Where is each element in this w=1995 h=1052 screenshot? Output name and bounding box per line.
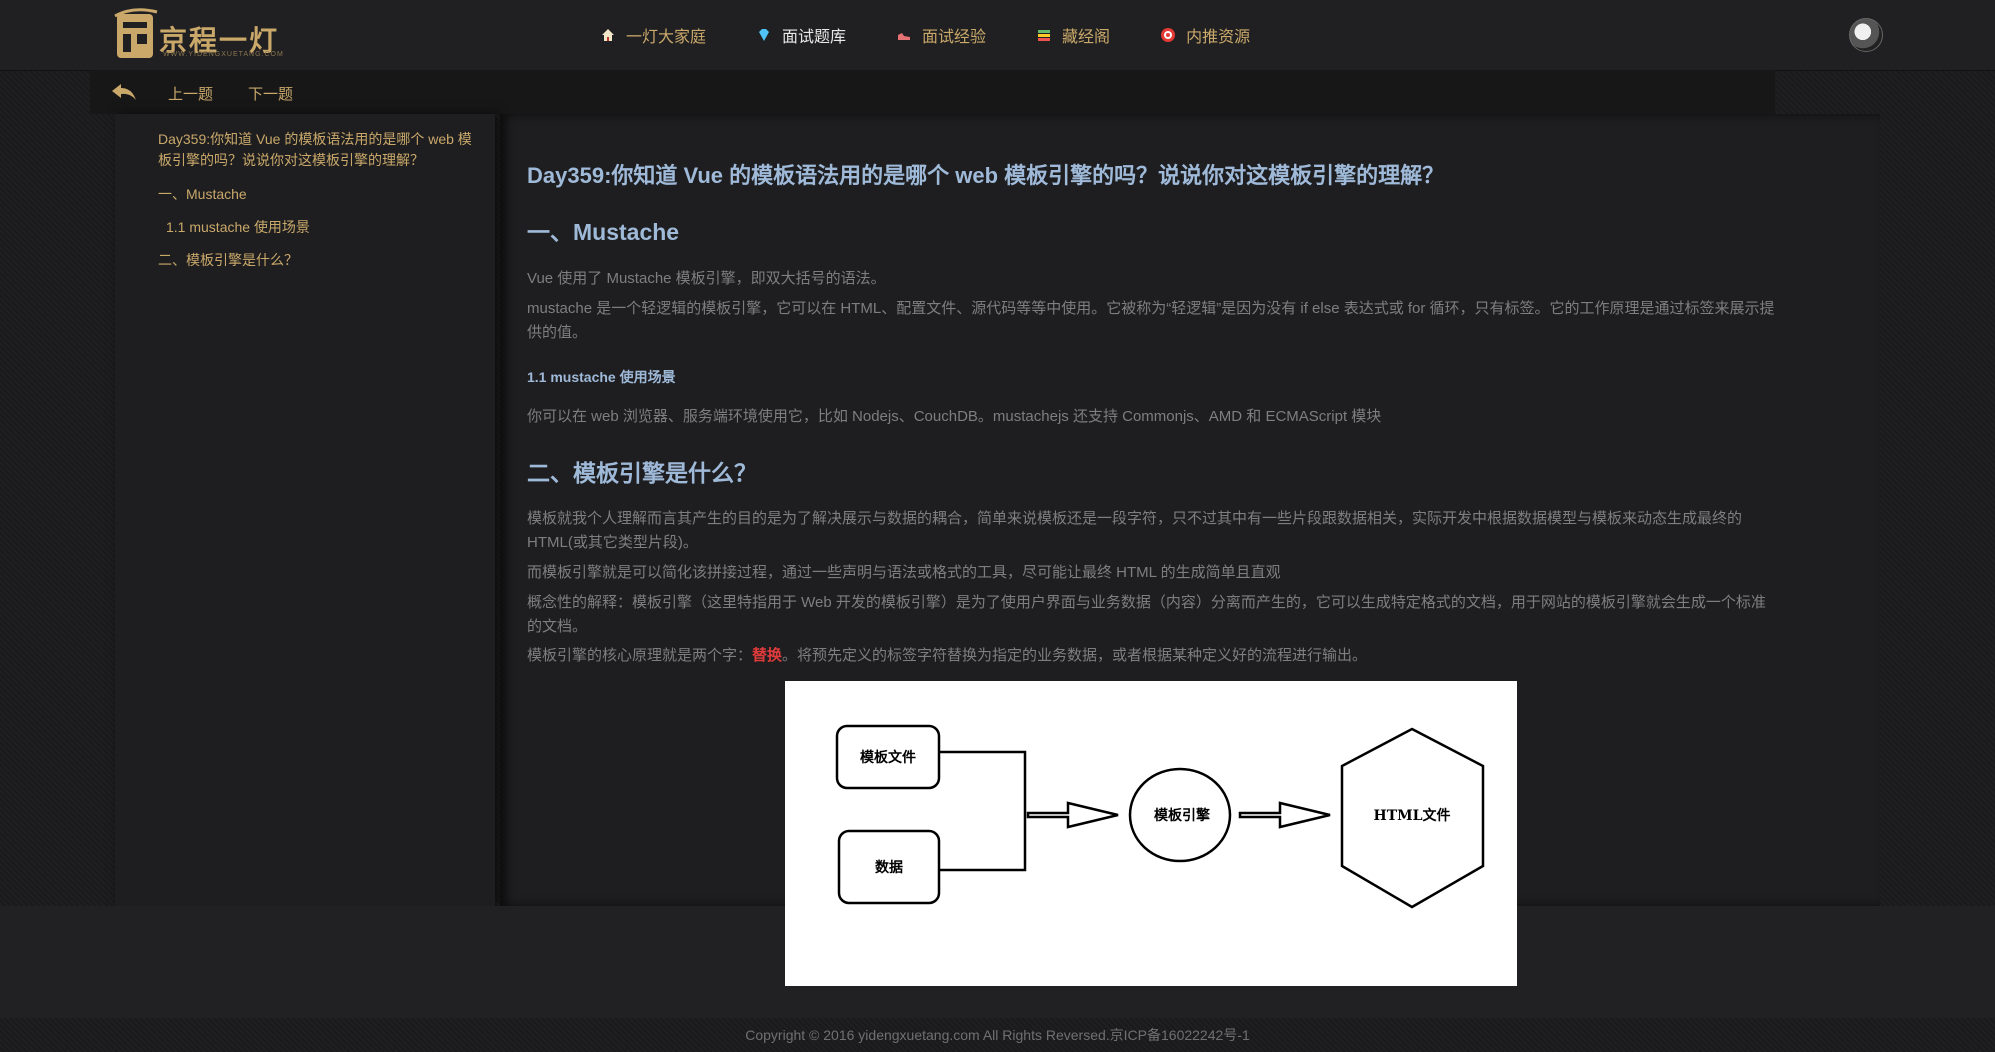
diagram-label-output: HTML文件 (1374, 807, 1451, 824)
paragraph: 概念性的解释：模板引擎（这里特指用于 Web 开发的模板引擎）是为了使用户界面与… (527, 594, 1766, 635)
text-span: 。将预先定义的标签字符替换为指定的业务数据，或者根据某种定义好的流程进行输出。 (782, 647, 1368, 664)
diamond-icon (759, 29, 770, 41)
books-icon (1038, 30, 1051, 41)
question-nav-bar: 上一题 下一题 (90, 70, 1775, 114)
nav-label: 藏经阁 (1062, 29, 1111, 46)
paragraph-core-principle: 模板引擎的核心原理就是两个字：替换。将预先定义的标签字符替换为指定的业务数据，或… (527, 644, 1777, 668)
nav-item-library[interactable]: 藏经阁 (1036, 23, 1110, 47)
toc-item-title[interactable]: Day359:你知道 Vue 的模板语法用的是哪个 web 模板引擎的吗？说说你… (158, 131, 472, 168)
copyright-text: Copyright © 2016 yidengxuetang.com All R… (745, 1027, 1250, 1043)
text-span: 模板引擎的核心原理就是两个字： (527, 647, 753, 664)
prev-question-link[interactable]: 上一题 (168, 86, 214, 103)
toc-item-mustache-usage[interactable]: 1.1 mustache 使用场景 (166, 219, 310, 235)
user-avatar[interactable] (1849, 18, 1883, 52)
diagram-engine-circle (1128, 767, 1232, 863)
diagram-box-data (837, 829, 941, 905)
diagram-connector (939, 750, 1027, 872)
diagram-label-template: 模板文件 (860, 749, 916, 766)
diagram-label-engine: 模板引擎 (1154, 807, 1210, 824)
nav-item-family[interactable]: 一灯大家庭 (600, 23, 706, 47)
subsection-heading-usage: 1.1 mustache 使用场景 (527, 369, 676, 385)
diagram-arrow (1026, 801, 1119, 829)
shoe-icon (898, 33, 911, 40)
logo-emblem-icon (114, 8, 158, 58)
nav-item-question-bank[interactable]: 面试题库 (756, 23, 846, 47)
toc-item-template-engine[interactable]: 二、模板引擎是什么？ (158, 252, 298, 268)
site-logo[interactable]: 京程一灯 WWW.YIDENGXUETANG.COM (113, 6, 283, 64)
toc-item-mustache[interactable]: 一、Mustache (158, 186, 247, 202)
template-engine-diagram: 模板文件 数据 模板引擎 HTML文件 (785, 681, 1517, 986)
paragraph: 而模板引擎就是可以简化该拼接过程，通过一些声明与语法或格式的工具，尽可能让最终 … (527, 564, 1281, 581)
diagram-arrow (1238, 801, 1331, 829)
article-title: Day359:你知道 Vue 的模板语法用的是哪个 web 模板引擎的吗？说说你… (527, 163, 1445, 188)
paragraph: 模板就我个人理解而言其产生的目的是为了解决展示与数据的耦合，简单来说模板还是一段… (527, 510, 1743, 551)
logo-text: 京程一灯 (159, 26, 280, 57)
back-arrow-icon[interactable] (110, 82, 138, 102)
nav-label: 面试经验 (922, 29, 987, 46)
toc-sidebar: Day359:你知道 Vue 的模板语法用的是哪个 web 模板引擎的吗？说说你… (115, 114, 495, 906)
nav-label: 面试题库 (782, 29, 847, 46)
highlight-text: 替换 (752, 647, 783, 664)
logo-subtitle: WWW.YIDENGXUETANG.COM (163, 51, 284, 58)
section-heading-template-engine: 二、模板引擎是什么？ (527, 460, 757, 486)
main-nav: 一灯大家庭 面试题库 面试经验 藏经阁 内推资源 (600, 0, 1300, 70)
target-icon (1161, 28, 1176, 42)
diagram-label-data: 数据 (875, 859, 903, 876)
paragraph: mustache 是一个轻逻辑的模板引擎，它可以在 HTML、配置文件、源代码等… (527, 300, 1775, 341)
nav-item-referral[interactable]: 内推资源 (1160, 23, 1250, 47)
paragraph: 你可以在 web 浏览器、服务端环境使用它，比如 Nodejs、CouchDB。… (527, 408, 1382, 425)
top-navbar: 京程一灯 WWW.YIDENGXUETANG.COM 一灯大家庭 面试题库 面试… (0, 0, 1995, 71)
paragraph: Vue 使用了 Mustache 模板引擎，即双大括号的语法。 (527, 270, 886, 287)
diagram-box-template (835, 724, 941, 790)
next-question-link[interactable]: 下一题 (248, 86, 294, 103)
nav-item-experience[interactable]: 面试经验 (896, 23, 986, 47)
nav-label: 内推资源 (1186, 29, 1251, 46)
home-icon (602, 29, 614, 41)
section-heading-mustache: 一、Mustache (527, 219, 680, 245)
nav-label: 一灯大家庭 (626, 29, 707, 46)
diagram-output-hexagon (1340, 727, 1485, 909)
diagram-svg: 模板文件 数据 模板引擎 HTML文件 (835, 724, 1485, 909)
